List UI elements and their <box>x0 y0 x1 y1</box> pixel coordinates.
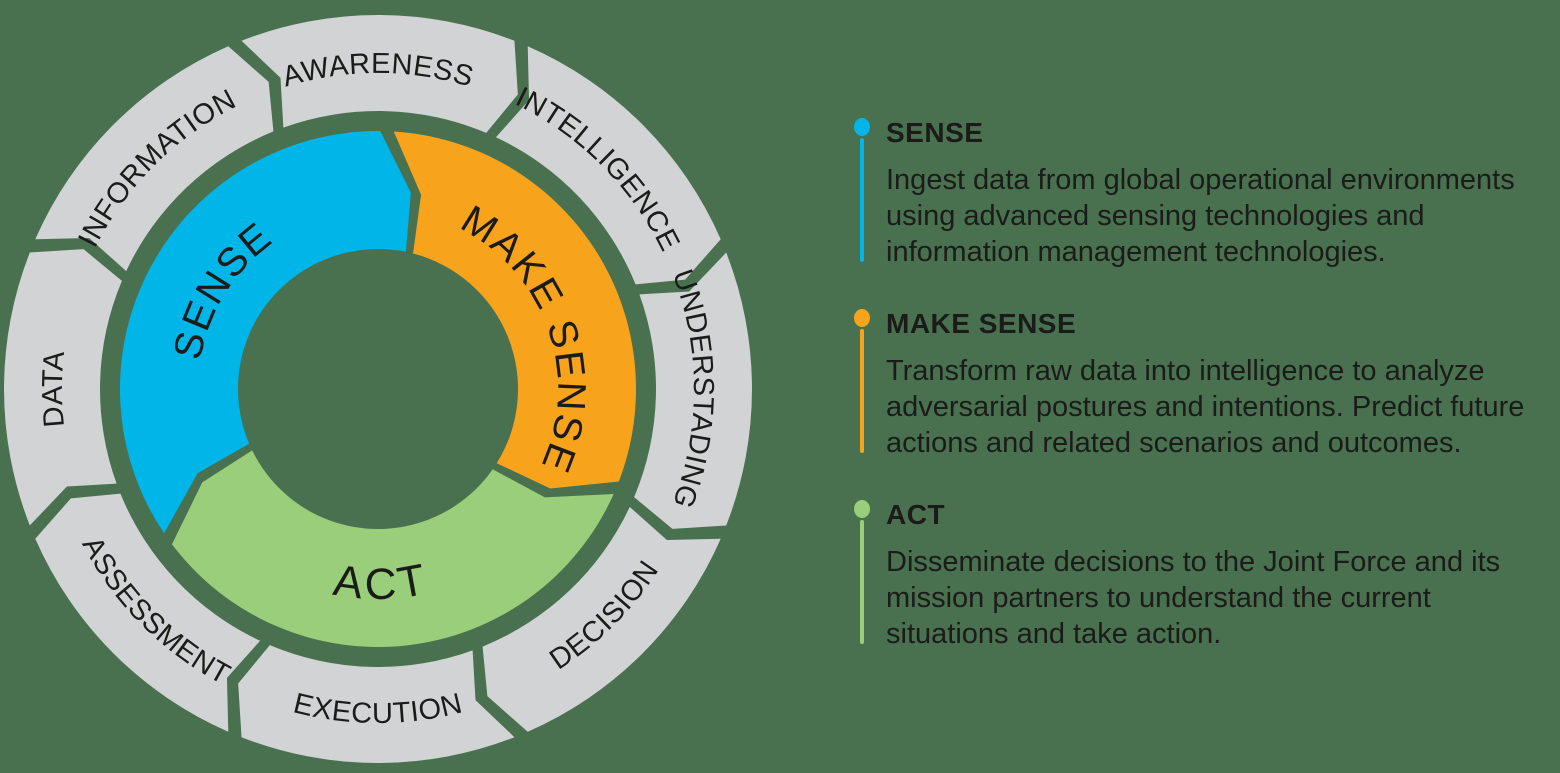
legend-text-block: ACT Disseminate decisions to the Joint F… <box>886 500 1546 652</box>
wheel-inner-label-act: ACT <box>331 554 433 609</box>
legend: SENSE Ingest data from global operationa… <box>854 118 1554 652</box>
legend-desc-act: Disseminate decisions to the Joint Force… <box>886 546 1501 650</box>
wheel-outer-segment-understading <box>634 252 752 529</box>
sense-stem-line <box>860 138 864 262</box>
wheel-outer-label-data: DATA <box>37 349 71 428</box>
legend-marker <box>854 118 870 270</box>
make-sense-stem-line <box>860 329 864 453</box>
legend-marker <box>854 309 870 461</box>
sense-makesense-act-loop-diagram: AWARENESSINTELLIGENCEUNDERSTADINGDECISIO… <box>4 15 752 763</box>
legend-text-block: SENSE Ingest data from global operationa… <box>886 118 1546 270</box>
wheel-inner-segment-act <box>171 450 614 647</box>
legend-title-make-sense: MAKE SENSE <box>886 308 1077 339</box>
wheel-inner-segment-sense <box>120 131 411 534</box>
legend-text-block: MAKE SENSE Transform raw data into intel… <box>886 309 1546 461</box>
wheel-outer-segment-assessment <box>35 493 261 732</box>
act-dot-icon <box>854 500 870 518</box>
act-stem-line <box>860 520 864 644</box>
wheel-outer-segment-information <box>35 46 274 272</box>
legend-item-act: ACT Disseminate decisions to the Joint F… <box>854 500 1554 652</box>
legend-title-sense: SENSE <box>886 117 984 148</box>
wheel-outer-segment-decision <box>482 506 721 732</box>
wheel-outer-segment-intelligence <box>495 46 721 285</box>
legend-title-act: ACT <box>886 499 946 530</box>
sense-dot-icon <box>854 118 870 136</box>
legend-desc-make-sense: Transform raw data into intelligence to … <box>886 355 1525 459</box>
wheel-outer-segment-data <box>4 249 122 526</box>
legend-desc-sense: Ingest data from global operational envi… <box>886 164 1515 268</box>
wheel-inner-segment-make-sense <box>393 131 636 489</box>
make-sense-dot-icon <box>854 309 870 327</box>
wheel-outer-segment-execution <box>238 645 515 763</box>
legend-item-sense: SENSE Ingest data from global operationa… <box>854 118 1554 270</box>
legend-item-make-sense: MAKE SENSE Transform raw data into intel… <box>854 309 1554 461</box>
wheel-outer-segment-awareness <box>241 15 518 133</box>
legend-marker <box>854 500 870 652</box>
